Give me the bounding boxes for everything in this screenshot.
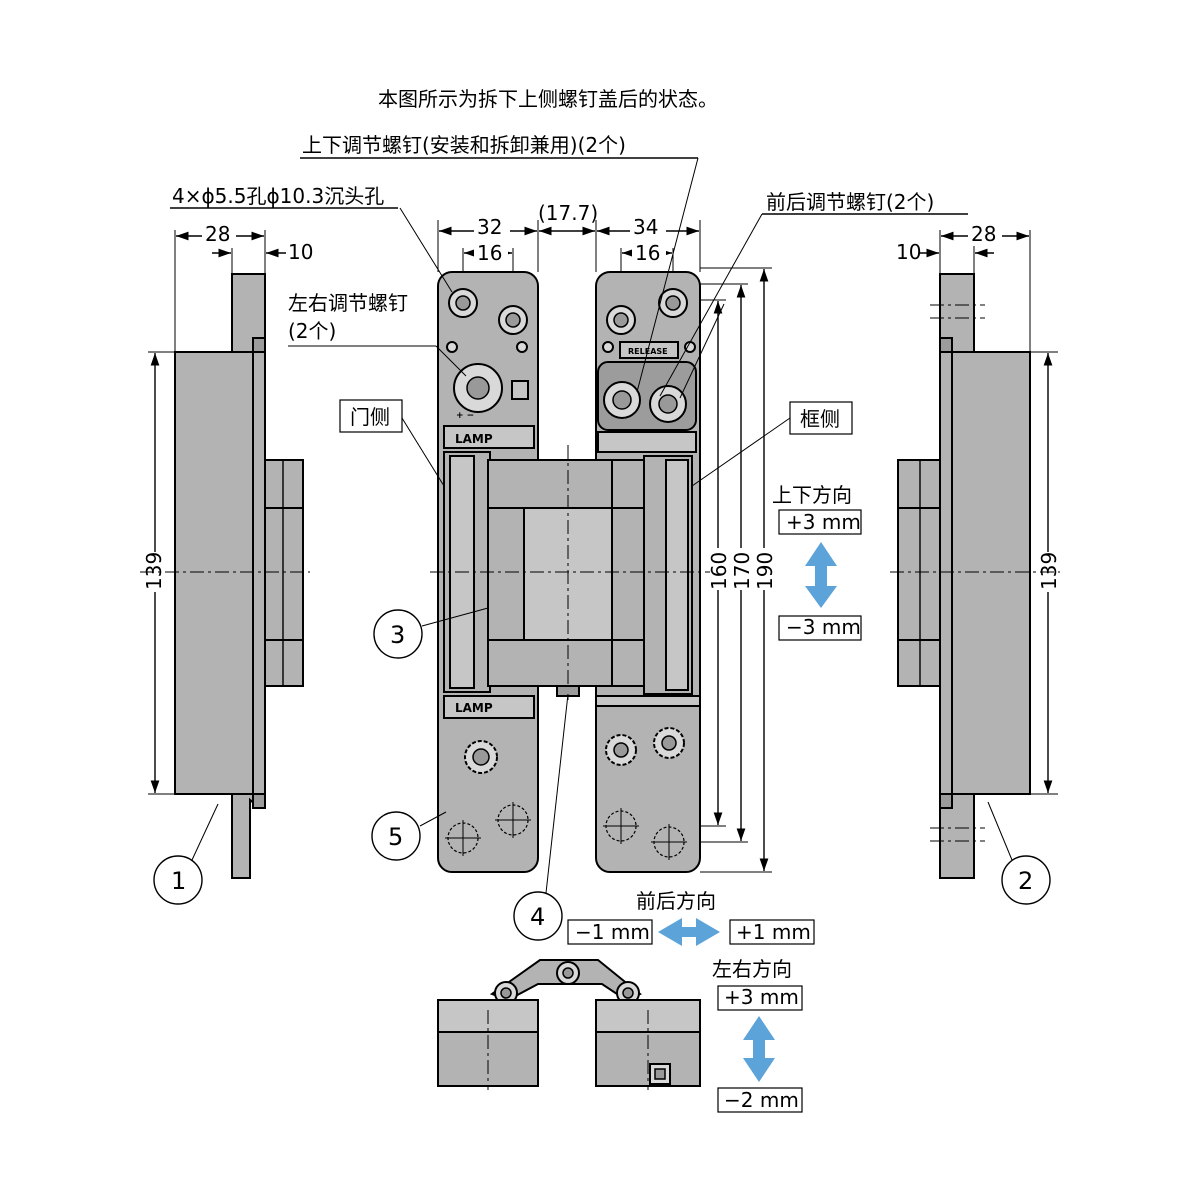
callout-4: 4 — [530, 903, 545, 931]
door-side-label: 门侧 — [350, 405, 390, 429]
left-side-view — [140, 273, 310, 879]
dim-34: 34 — [633, 215, 658, 239]
lr-plus-label: +3 mm — [724, 985, 799, 1009]
fb-minus-label: −1 mm — [575, 920, 650, 944]
callout-5: 5 — [388, 823, 403, 851]
fb-screw-label: 前后调节螺钉(2个) — [766, 190, 934, 214]
fb-arrow-icon — [658, 918, 720, 946]
right-side-view — [890, 273, 1060, 879]
logo-top: LAMP — [455, 432, 493, 446]
plus-minus-icon: + − — [456, 411, 474, 421]
lr-screw-label-1: 左右调节螺钉 — [288, 291, 408, 315]
dim-190: 190 — [753, 552, 777, 590]
fb-plus-label: +1 mm — [736, 920, 811, 944]
ud-plus-label: +3 mm — [786, 510, 861, 534]
dim-170: 170 — [730, 552, 754, 590]
dim-10-right: 10 — [896, 240, 921, 264]
dim-139-left: 139 — [142, 552, 166, 590]
logo-bottom: LAMP — [455, 701, 493, 715]
dim-17-7: (17.7) — [538, 201, 598, 225]
dim-28-left: 28 — [205, 222, 230, 246]
holes-label: 4×ϕ5.5孔ϕ10.3沉头孔 — [172, 184, 384, 208]
dim-10-left: 10 — [288, 240, 313, 264]
callout-2: 2 — [1018, 867, 1033, 895]
frame-side-label: 框侧 — [800, 407, 840, 431]
ud-arrow-icon — [805, 542, 837, 608]
dir-ud-label: 上下方向 — [772, 483, 852, 507]
dim-160: 160 — [707, 552, 731, 590]
dir-lr-label: 左右方向 — [712, 957, 792, 981]
dim-16-a: 16 — [477, 241, 502, 265]
dim-139-right: 139 — [1037, 552, 1061, 590]
ud-screw-label: 上下调节螺钉(安装和拆卸兼用)(2个) — [302, 133, 626, 157]
lr-arrow-icon — [743, 1016, 775, 1082]
dim-32: 32 — [477, 215, 502, 239]
top-view — [437, 959, 701, 1090]
lr-screw-label-2: (2个) — [288, 319, 336, 343]
callout-3: 3 — [390, 621, 405, 649]
callout-1: 1 — [171, 867, 186, 895]
hinge-arms — [430, 445, 710, 700]
ud-minus-label: −3 mm — [786, 615, 861, 639]
dim-16-b: 16 — [635, 241, 660, 265]
dir-fb-label: 前后方向 — [636, 889, 716, 913]
dim-28-right: 28 — [971, 222, 996, 246]
lr-minus-label: −2 mm — [724, 1088, 799, 1112]
caption-text: 本图所示为拆下上侧螺钉盖后的状态。 — [378, 87, 718, 111]
